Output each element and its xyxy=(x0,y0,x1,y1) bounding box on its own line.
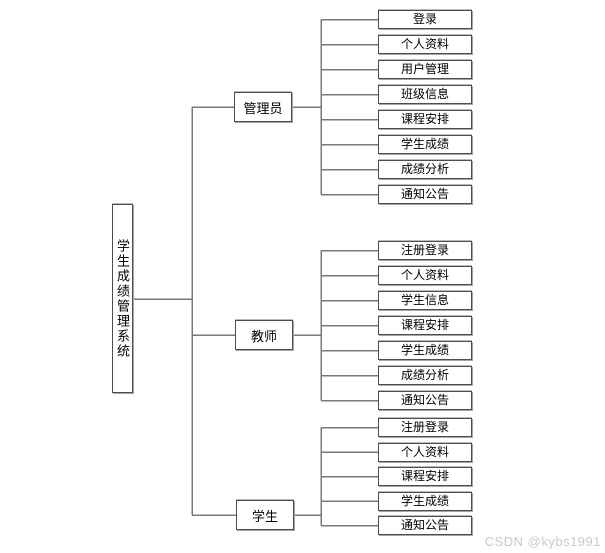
branch-node-student: 学生 xyxy=(236,500,294,530)
leaf-node: 学生成绩 xyxy=(378,341,472,360)
leaf-node: 课程安排 xyxy=(378,467,472,486)
leaf-node: 个人资料 xyxy=(378,442,472,462)
branch-node-admin: 管理员 xyxy=(234,92,292,122)
leaf-node: 成绩分析 xyxy=(378,366,472,385)
leaf-node: 个人资料 xyxy=(378,266,472,285)
leaf-node: 注册登录 xyxy=(378,241,472,260)
root-node: 学生成绩管理系统 xyxy=(112,204,133,393)
leaf-node: 学生成绩 xyxy=(378,135,472,154)
leaf-node: 登录 xyxy=(378,10,472,29)
leaf-node: 成绩分析 xyxy=(378,160,472,179)
leaf-node: 通知公告 xyxy=(378,185,472,204)
leaf-node: 通知公告 xyxy=(378,516,472,535)
leaf-node: 课程安排 xyxy=(378,110,472,129)
leaf-node: 学生信息 xyxy=(378,291,472,310)
leaf-node: 通知公告 xyxy=(378,391,472,410)
branch-node-teacher: 教师 xyxy=(235,320,293,350)
leaf-node: 课程安排 xyxy=(378,316,472,335)
leaf-node: 班级信息 xyxy=(378,85,472,104)
leaf-node: 注册登录 xyxy=(378,418,472,437)
leaf-node: 用户管理 xyxy=(378,60,472,79)
leaf-node: 个人资料 xyxy=(378,35,472,54)
leaf-node: 学生成绩 xyxy=(378,491,472,511)
watermark: CSDN @kybs1991 xyxy=(484,534,601,549)
